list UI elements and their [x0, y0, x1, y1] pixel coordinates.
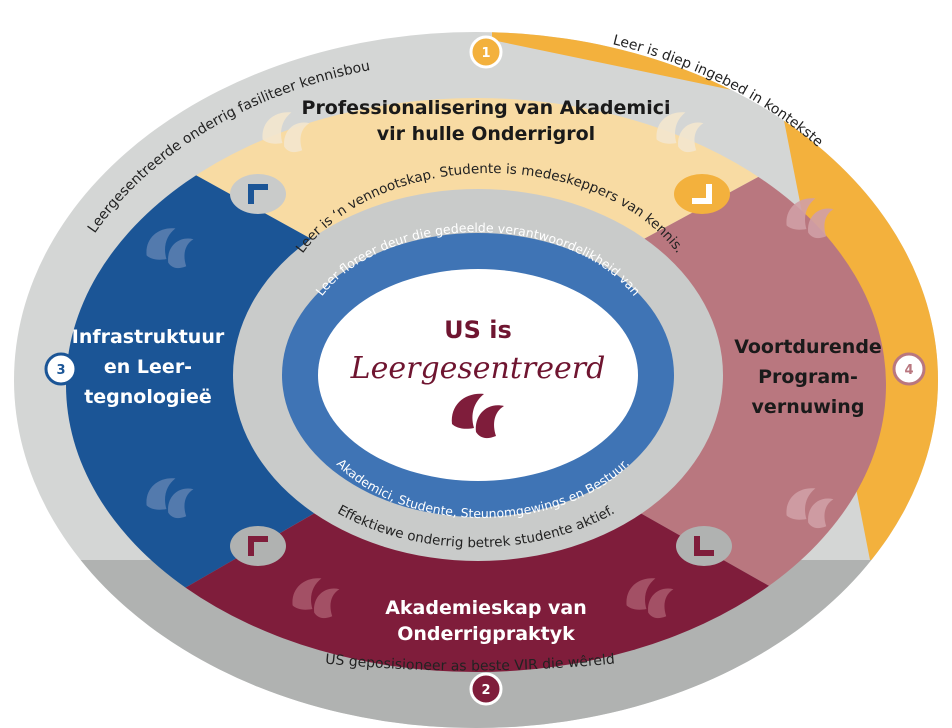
center-title-line2: Leergesentreerd [350, 351, 606, 386]
corner-bracket-icon [230, 174, 286, 214]
badge-3: 3 [44, 352, 78, 386]
sector-left-label-line2: en Leer- [104, 356, 192, 378]
sector-right-label-line3: vernuwing [752, 396, 865, 418]
corner-bracket-icon [676, 526, 732, 566]
center-title-line1: US is [444, 316, 512, 344]
center-disc [318, 269, 638, 481]
svg-text:1: 1 [481, 46, 490, 61]
sector-bottom-label-line2: Onderrigpraktyk [397, 623, 575, 645]
svg-text:4: 4 [904, 363, 913, 378]
sector-left-label-line1: Infrastruktuur [72, 326, 225, 348]
svg-text:2: 2 [481, 683, 490, 698]
corner-bracket-icon [230, 526, 286, 566]
sector-top-label-line1: Professionalisering van Akademici [302, 97, 671, 119]
sector-left-label-line3: tegnologieë [84, 386, 212, 408]
sector-right-label-line2: Program- [758, 366, 858, 388]
badge-1: 1 [469, 35, 503, 69]
corner-bracket-icon [674, 174, 730, 214]
sector-top-label-line2: vir hulle Onderrigrol [377, 123, 595, 145]
sector-right-label-line1: Voortdurende [734, 336, 882, 358]
outer-ring-bottom-text: US geposisioneer as beste VIR die wêreld [325, 652, 616, 675]
badge-4: 4 [892, 352, 926, 386]
sector-bottom-label-line1: Akademieskap van [385, 597, 587, 619]
svg-text:3: 3 [56, 363, 65, 378]
badge-2: 2 [469, 672, 503, 706]
